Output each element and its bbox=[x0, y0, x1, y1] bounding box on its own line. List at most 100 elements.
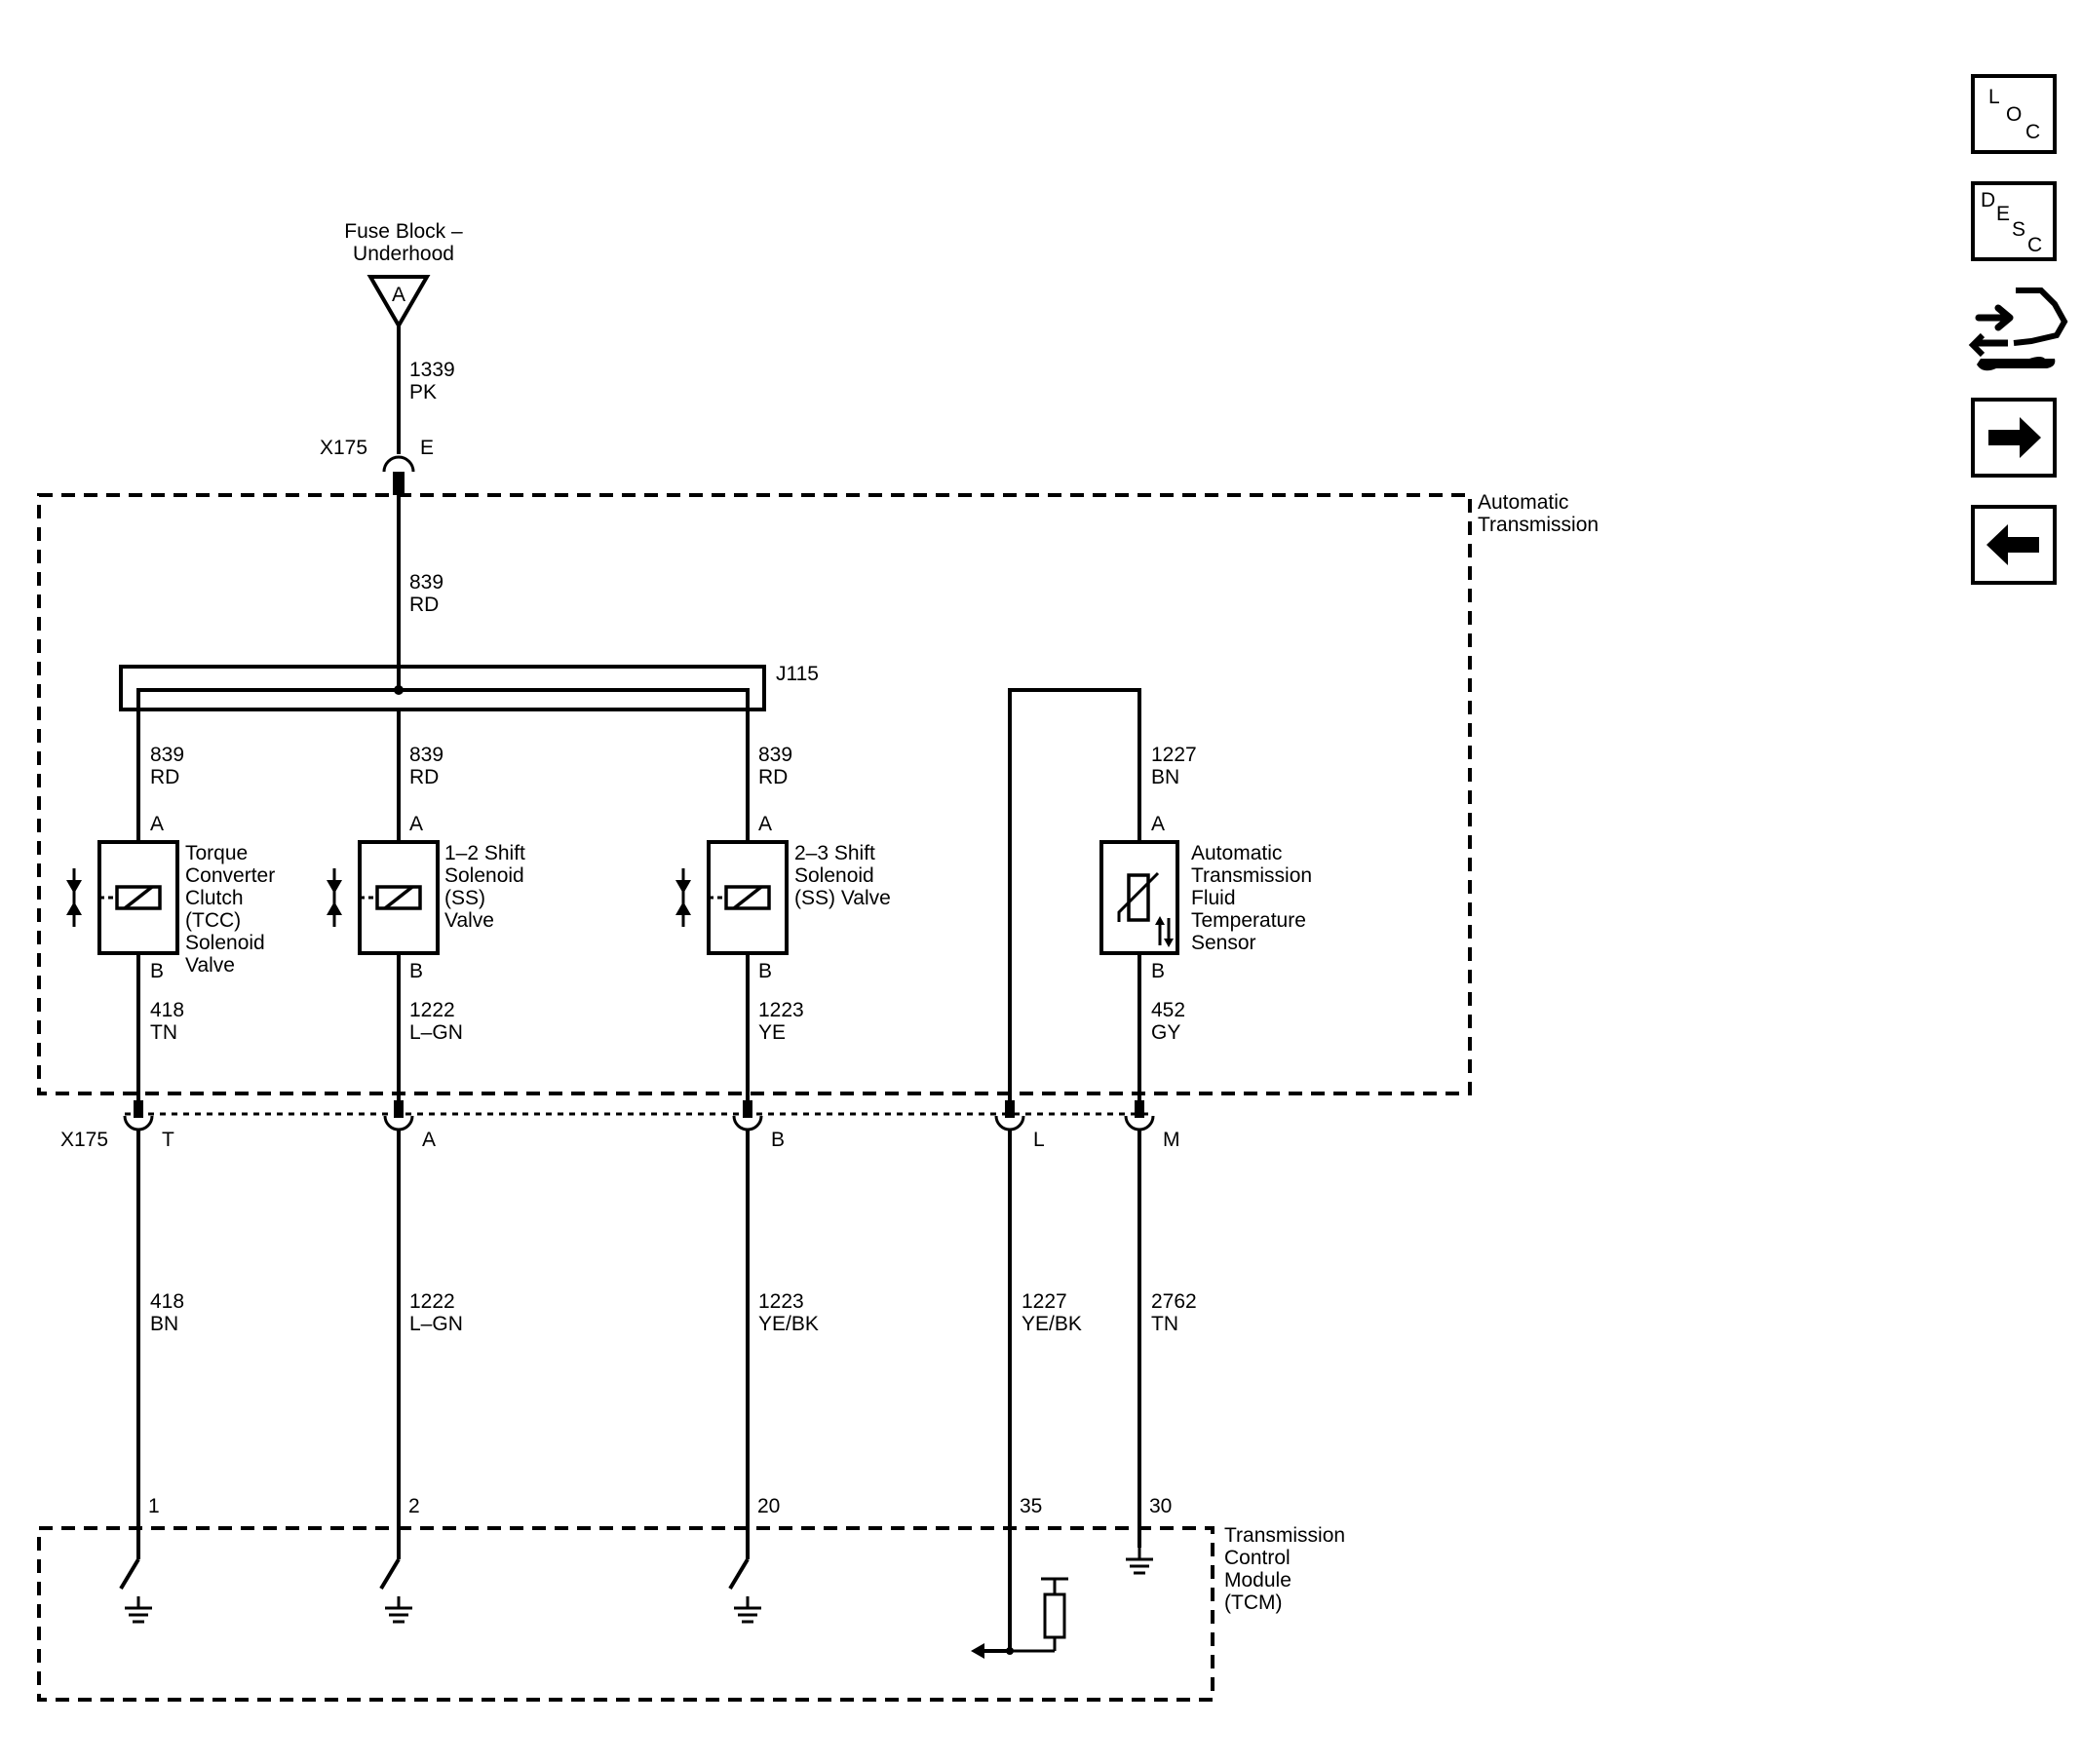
ground-icon bbox=[383, 1594, 414, 1624]
nav-desc-letter-3: S bbox=[2012, 218, 2025, 241]
ss12-wire-a-number: 839 bbox=[409, 744, 443, 766]
wire-418-number: 418 bbox=[150, 1290, 184, 1313]
ss12-label-4: Valve bbox=[444, 909, 494, 932]
shift-solenoid-1-2-valve: 839 RD A 1–2 Shift Solenoid (SS) Valve B… bbox=[325, 709, 525, 1101]
wire-2762-number: 2762 bbox=[1151, 1290, 1197, 1313]
tcm-pin-20: 20 bbox=[757, 1495, 780, 1517]
wire-839-feed-number: 839 bbox=[409, 571, 443, 594]
tcm-box bbox=[37, 1526, 1214, 1702]
nav-desc-button[interactable]: D E S C bbox=[1971, 181, 2057, 261]
tft-wire-a-color: BN bbox=[1151, 766, 1179, 788]
tft-pin-b: B bbox=[1151, 960, 1165, 982]
tcc-label-1: Torque bbox=[185, 842, 248, 864]
automatic-transmission-label-2: Transmission bbox=[1478, 514, 1599, 536]
solenoid-coil-icon bbox=[325, 840, 440, 955]
tcc-pin-b: B bbox=[150, 960, 164, 982]
wire-839-feed-color: RD bbox=[409, 594, 439, 616]
tft-wire-a-number: 1227 bbox=[1151, 744, 1197, 766]
ss12-wire-a-color: RD bbox=[409, 766, 439, 788]
solenoid-coil-icon bbox=[674, 840, 789, 955]
tcm-switch-1 bbox=[119, 1557, 154, 1624]
fluid-temperature-sensor: 1227 BN A Automatic Transmission Fluid T… bbox=[1008, 688, 1312, 1101]
wire-1223-color: YE/BK bbox=[758, 1313, 819, 1335]
connector-pin-m: M bbox=[1163, 1129, 1180, 1151]
fuse-block-label-2: Underhood bbox=[353, 243, 454, 265]
tcm-switch-20 bbox=[728, 1557, 763, 1624]
nav-loc-button[interactable]: L O C bbox=[1971, 74, 2057, 154]
ss12-label-2: Solenoid bbox=[444, 864, 524, 887]
wire-1227-color: YE/BK bbox=[1022, 1313, 1082, 1335]
splice-j115: J115 bbox=[119, 663, 819, 801]
shift-solenoid-2-3-valve: 839 RD A 2–3 Shift Solenoid (SS) Valve B… bbox=[674, 709, 891, 1101]
tcc-wire-a-number: 839 bbox=[150, 744, 184, 766]
connector-pin-b: B bbox=[771, 1129, 785, 1151]
connector-x175-top-pin: E bbox=[420, 437, 434, 459]
automatic-transmission-label-1: Automatic bbox=[1478, 491, 1568, 514]
tft-label-2: Transmission bbox=[1191, 864, 1312, 887]
tcc-label-3: Clutch bbox=[185, 887, 244, 909]
ss12-label-3: (SS) bbox=[444, 887, 485, 909]
tcm-pin-35: 35 bbox=[1020, 1495, 1042, 1517]
wire-1339-color: PK bbox=[409, 381, 437, 403]
tcm-label-3: Module bbox=[1224, 1569, 1292, 1591]
ground-icon bbox=[1124, 1546, 1155, 1575]
ss23-wire-a-color: RD bbox=[758, 766, 788, 788]
lower-wires: 418 BN 1222 L–GN 1223 YE/BK 1227 YE/BK 2… bbox=[136, 1131, 1197, 1651]
ss23-label-2: Solenoid bbox=[794, 864, 874, 887]
tft-pin-a: A bbox=[1151, 813, 1165, 835]
ss12-wire-b-number: 1222 bbox=[409, 999, 455, 1021]
connector-pin-t: T bbox=[162, 1129, 174, 1151]
nav-next-button[interactable] bbox=[1971, 398, 2057, 478]
tcm-pin-30: 30 bbox=[1149, 1495, 1172, 1517]
nav-prev-button[interactable] bbox=[1971, 505, 2057, 585]
nav-desc-letter-4: C bbox=[2027, 234, 2042, 256]
automatic-transmission-box bbox=[37, 493, 1472, 1095]
ss23-pin-b: B bbox=[758, 960, 772, 982]
wire-418-color: BN bbox=[150, 1313, 178, 1335]
arrow-left-icon bbox=[1986, 524, 2039, 565]
tcc-label-6: Valve bbox=[185, 954, 235, 977]
ss23-wire-b-number: 1223 bbox=[758, 999, 804, 1021]
tcm-pin-2: 2 bbox=[408, 1495, 420, 1517]
tft-label-1: Automatic bbox=[1191, 842, 1282, 864]
wire-1227-number: 1227 bbox=[1022, 1290, 1067, 1313]
wire-1223-number: 1223 bbox=[758, 1290, 804, 1313]
tcc-label-5: Solenoid bbox=[185, 932, 265, 954]
fuse-triangle-icon bbox=[366, 275, 431, 329]
fuse-block-label-1: Fuse Block – bbox=[344, 220, 463, 243]
tcm-label-1: Transmission bbox=[1224, 1524, 1345, 1547]
tcc-wire-b-number: 418 bbox=[150, 999, 184, 1021]
connector-x175-e: X175 E bbox=[320, 437, 434, 495]
arrow-left-icon bbox=[971, 1643, 984, 1659]
tft-wire-b-color: GY bbox=[1151, 1021, 1180, 1044]
ss12-wire-b-color: L–GN bbox=[409, 1021, 463, 1044]
tcc-wire-b-color: TN bbox=[150, 1021, 177, 1044]
connector-x175-top-label: X175 bbox=[320, 437, 367, 459]
fuse-block-underhood: Fuse Block – Underhood A bbox=[344, 220, 463, 329]
wire-1222-color: L–GN bbox=[409, 1313, 463, 1335]
splice-j115-label: J115 bbox=[776, 663, 819, 685]
nav-desc-letter-1: D bbox=[1981, 189, 1995, 211]
tcm-label-2: Control bbox=[1224, 1547, 1291, 1569]
arrow-right-icon bbox=[1988, 417, 2041, 458]
nav-loc-letter-3: C bbox=[2025, 121, 2040, 143]
wire-1339-number: 1339 bbox=[409, 359, 455, 381]
tcm-sensor-input-35 bbox=[971, 1577, 1068, 1659]
tcm-ground-30 bbox=[1124, 1546, 1155, 1575]
tft-label-4: Temperature bbox=[1191, 909, 1306, 932]
ss12-label-1: 1–2 Shift bbox=[444, 842, 525, 864]
connector-pin-a: A bbox=[422, 1129, 436, 1151]
ss12-pin-b: B bbox=[409, 960, 423, 982]
tcc-label-4: (TCC) bbox=[185, 909, 241, 932]
tcc-solenoid-valve: 839 RD A Torque Converter Clutch (TCC) S… bbox=[64, 709, 275, 1101]
connector-wrench-icon[interactable] bbox=[1968, 288, 2068, 371]
pull-up-resistor-icon bbox=[1043, 1592, 1066, 1639]
ss12-pin-a: A bbox=[409, 813, 423, 835]
ground-icon bbox=[732, 1594, 763, 1624]
tcc-pin-a: A bbox=[150, 813, 164, 835]
nav-desc-letter-2: E bbox=[1996, 203, 2010, 225]
tft-label-5: Sensor bbox=[1191, 932, 1256, 954]
solenoid-coil-icon bbox=[64, 840, 179, 955]
tft-wire-b-number: 452 bbox=[1151, 999, 1185, 1021]
